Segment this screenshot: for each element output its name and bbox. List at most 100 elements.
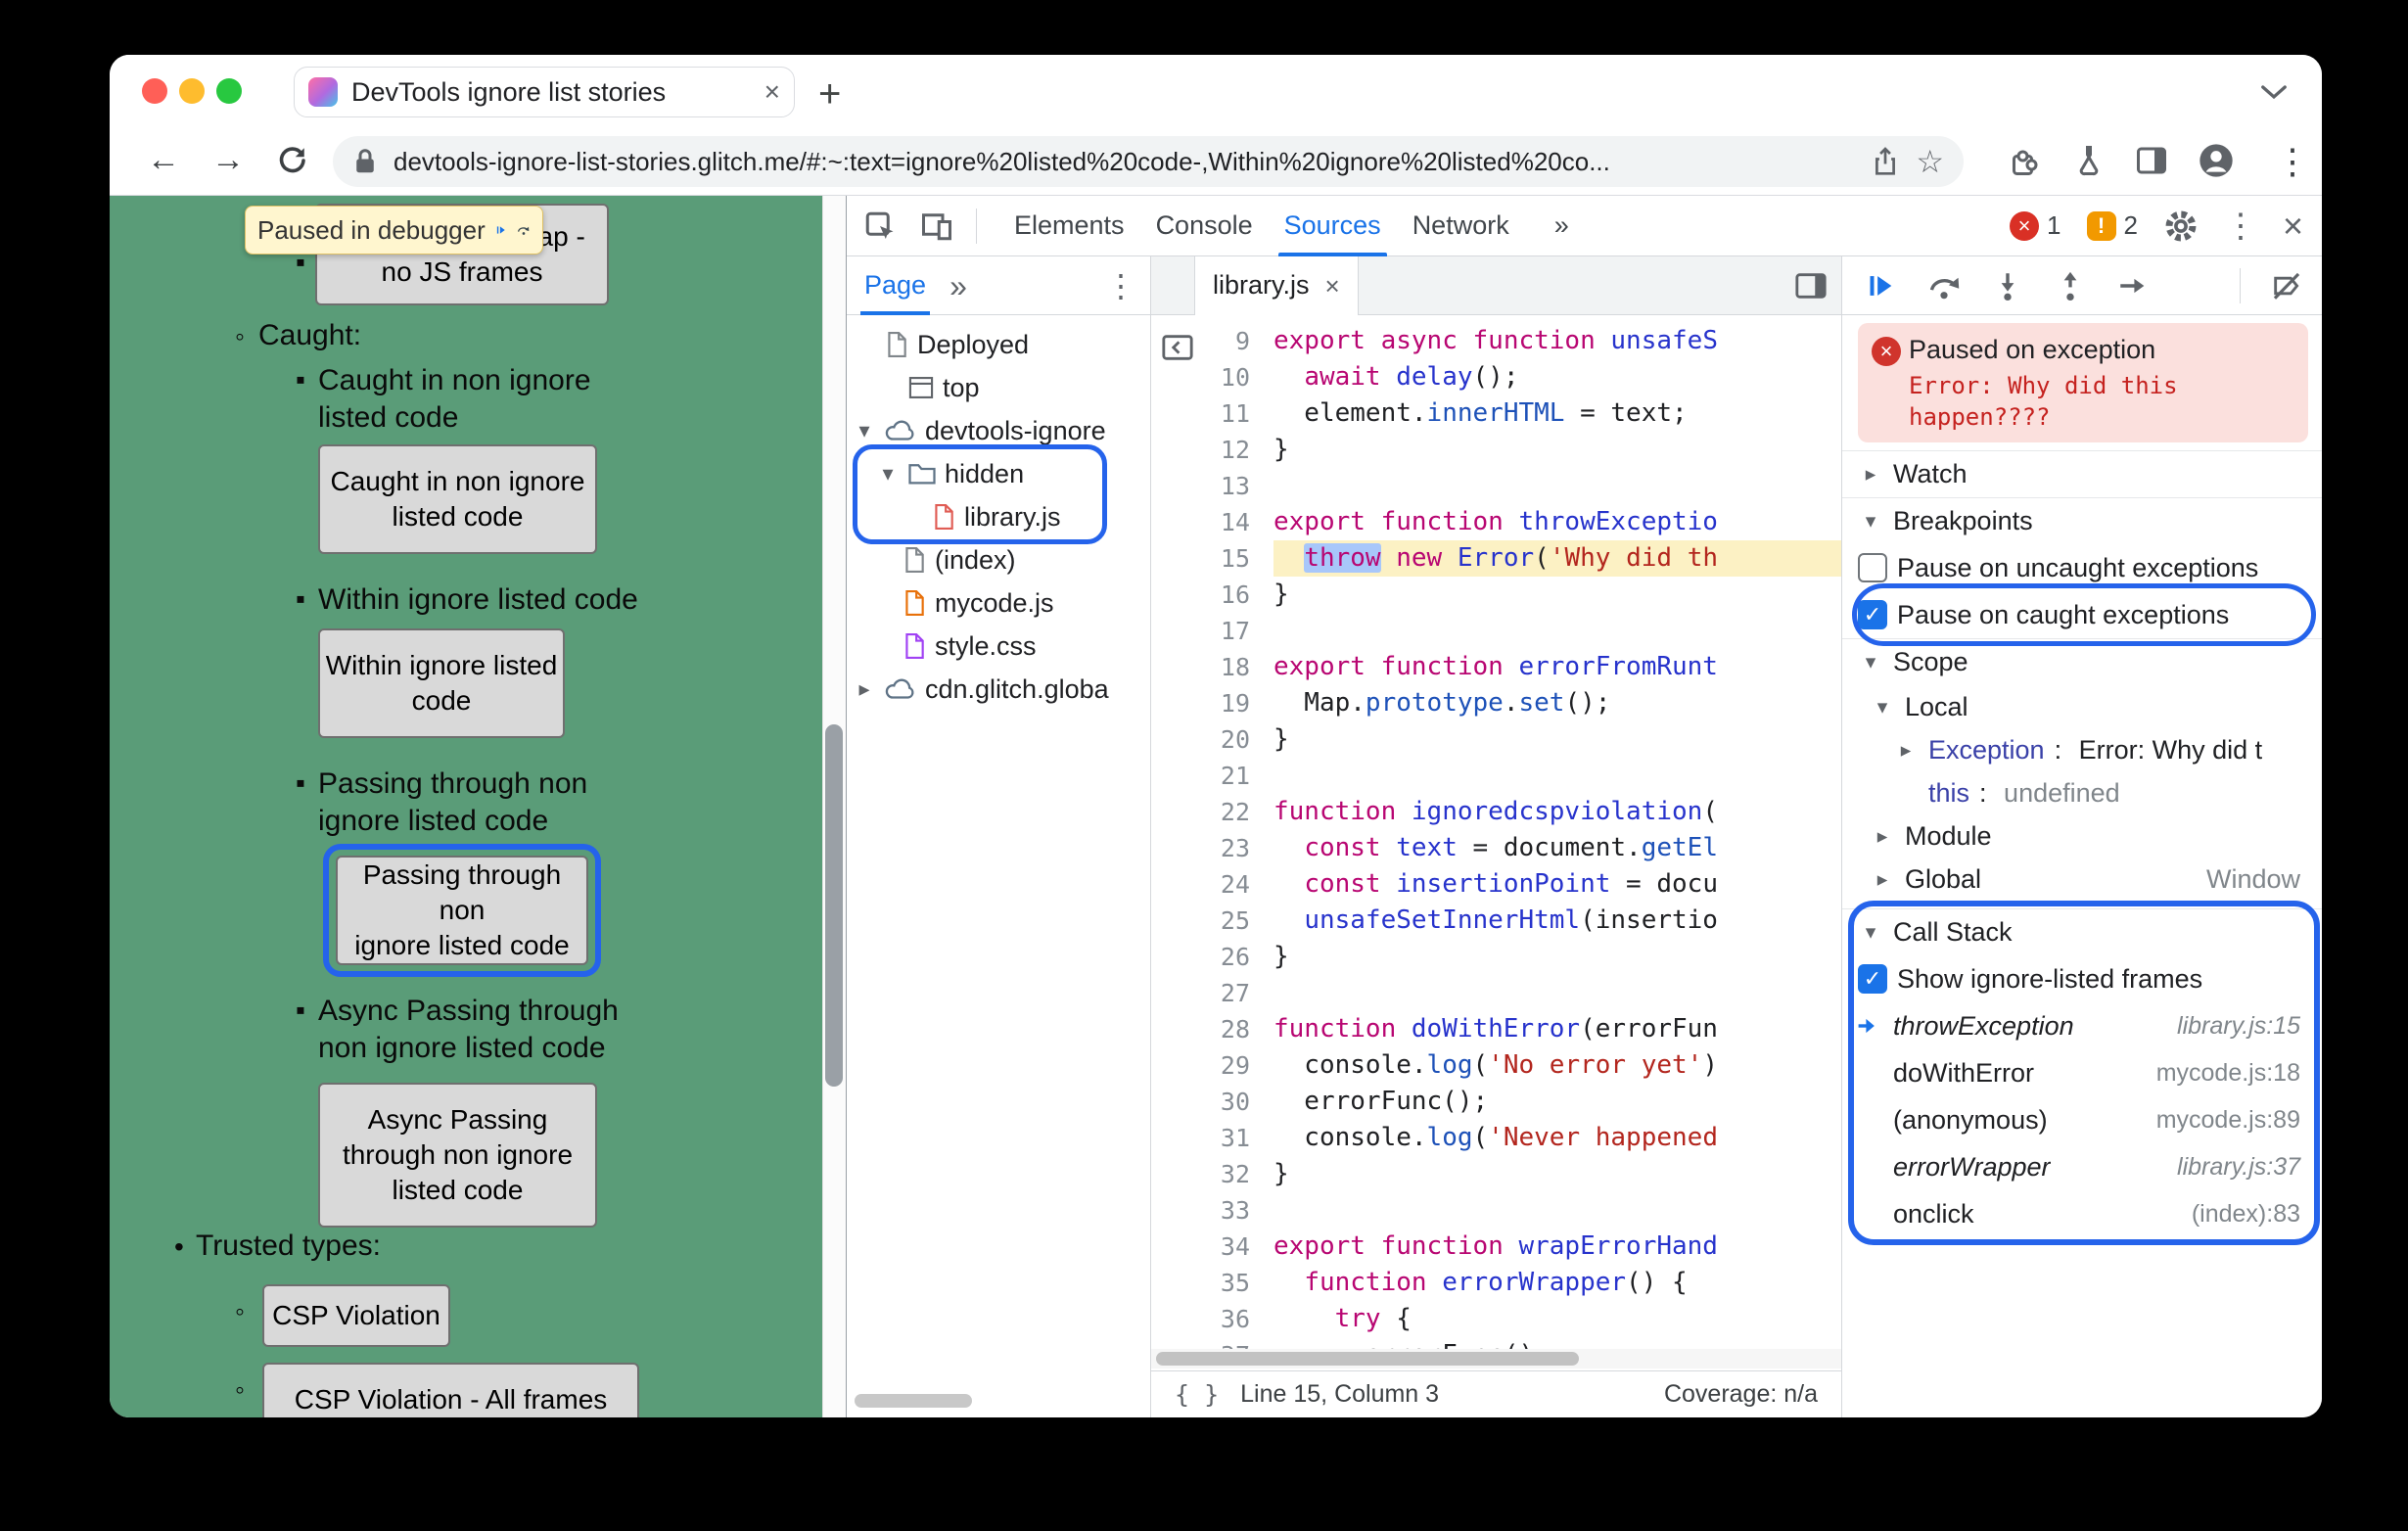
- line-number[interactable]: 23: [1220, 834, 1250, 862]
- devtools-tab-network[interactable]: Network: [1412, 210, 1509, 240]
- scope-local-row[interactable]: ▾ Local: [1842, 685, 2322, 728]
- bookmark-star-icon[interactable]: ☆: [1916, 143, 1944, 180]
- code-line-21[interactable]: 21: [1151, 758, 1841, 794]
- side-panel-icon[interactable]: [2134, 143, 2169, 178]
- device-toolbar-icon[interactable]: [919, 209, 954, 244]
- line-number[interactable]: 36: [1220, 1305, 1250, 1333]
- scope-global-row[interactable]: ▸ Global Window: [1842, 858, 2322, 901]
- line-number[interactable]: 10: [1220, 363, 1250, 392]
- pause-on-uncaught-exceptions-checkbox[interactable]: [1858, 553, 1887, 582]
- line-number[interactable]: 11: [1220, 399, 1250, 428]
- frame-location[interactable]: library.js:15: [2177, 1011, 2300, 1040]
- step-into-icon[interactable]: [1991, 269, 2024, 302]
- tab-close-icon[interactable]: ×: [764, 76, 780, 107]
- line-number[interactable]: 18: [1220, 653, 1250, 681]
- line-number[interactable]: 15: [1220, 544, 1250, 573]
- show-ignore-listed-row[interactable]: ✓ Show ignore-listed frames: [1842, 955, 2322, 1002]
- page-scrollbar-thumb[interactable]: [825, 724, 843, 1087]
- reload-button[interactable]: [274, 143, 309, 178]
- code-line-29[interactable]: 29 console.log('No error yet'): [1151, 1047, 1841, 1084]
- call-stack-frame-onclick[interactable]: onclick(index):83: [1842, 1190, 2322, 1237]
- frame-location[interactable]: mycode.js:89: [2155, 1105, 2300, 1134]
- file-tree-item-devtools-ignore[interactable]: ▾devtools-ignore: [847, 409, 1150, 452]
- within-button[interactable]: Within ignore listed code: [318, 628, 565, 738]
- line-number[interactable]: 33: [1220, 1196, 1250, 1225]
- step-out-icon[interactable]: [2054, 269, 2087, 302]
- line-number[interactable]: 19: [1220, 689, 1250, 718]
- twisty-icon[interactable]: ▾: [858, 418, 870, 442]
- code-line-26[interactable]: 26}: [1151, 939, 1841, 975]
- file-tree-item-style-css[interactable]: style.css: [847, 625, 1150, 668]
- browser-tab[interactable]: DevTools ignore list stories ×: [294, 67, 795, 117]
- file-tree-item-cdn-glitch-globa[interactable]: ▸cdn.glitch.globa: [847, 668, 1150, 711]
- navigator-scrollbar-thumb[interactable]: [855, 1394, 972, 1408]
- code-line-30[interactable]: 30 errorFunc();: [1151, 1084, 1841, 1120]
- line-number[interactable]: 28: [1220, 1015, 1250, 1044]
- error-badge[interactable]: ×1: [2010, 210, 2061, 241]
- settings-gear-icon[interactable]: [2163, 209, 2199, 244]
- code-line-23[interactable]: 23 const text = document.getEl: [1151, 830, 1841, 866]
- devtools-tab-elements[interactable]: Elements: [1014, 210, 1125, 240]
- resume-script-icon[interactable]: [495, 217, 507, 243]
- breakpoint-row-pause-on-uncaught-exceptions[interactable]: Pause on uncaught exceptions: [1842, 544, 2322, 591]
- file-tree-item-index[interactable]: (index): [847, 538, 1150, 581]
- line-number[interactable]: 34: [1220, 1232, 1250, 1261]
- code-line-27[interactable]: 27: [1151, 975, 1841, 1011]
- devtools-close-icon[interactable]: ×: [2282, 205, 2303, 246]
- line-number[interactable]: 30: [1220, 1088, 1250, 1116]
- address-bar[interactable]: devtools-ignore-list-stories.glitch.me/#…: [333, 136, 1964, 187]
- code-line-31[interactable]: 31 console.log('Never happened: [1151, 1120, 1841, 1156]
- macos-minimize-button[interactable]: [179, 78, 205, 104]
- code-line-15[interactable]: 15 throw new Error('Why did th: [1151, 540, 1841, 577]
- file-tree-item-top[interactable]: top: [847, 366, 1150, 409]
- step-over-icon[interactable]: [517, 217, 531, 243]
- line-number[interactable]: 22: [1220, 798, 1250, 826]
- step-icon[interactable]: [2116, 269, 2150, 302]
- macos-zoom-button[interactable]: [216, 78, 242, 104]
- line-number[interactable]: 35: [1220, 1269, 1250, 1297]
- call-stack-section-header[interactable]: ▾ Call Stack: [1842, 908, 2322, 955]
- frame-location[interactable]: (index):83: [2191, 1199, 2300, 1228]
- extensions-puzzle-icon[interactable]: [2007, 143, 2042, 178]
- show-ignore-listed-checkbox[interactable]: ✓: [1858, 964, 1887, 994]
- editor-tab-close-icon[interactable]: ×: [1324, 270, 1340, 301]
- line-number[interactable]: 16: [1220, 580, 1250, 609]
- code-line-24[interactable]: 24 const insertionPoint = docu: [1151, 866, 1841, 903]
- devtools-tab-sources[interactable]: Sources: [1269, 196, 1397, 256]
- code-line-10[interactable]: 10 await delay();: [1151, 359, 1841, 395]
- scope-module-row[interactable]: ▸ Module: [1842, 814, 2322, 858]
- line-number[interactable]: 37: [1151, 1337, 1273, 1349]
- code-line-19[interactable]: 19 Map.prototype.set();: [1151, 685, 1841, 721]
- macos-close-button[interactable]: [142, 78, 167, 104]
- file-tree-item-deployed[interactable]: Deployed: [847, 323, 1150, 366]
- frame-location[interactable]: library.js:37: [2177, 1152, 2300, 1181]
- breakpoint-row-pause-on-caught-exceptions[interactable]: ✓Pause on caught exceptions: [1842, 591, 2322, 638]
- line-number[interactable]: 27: [1220, 979, 1250, 1007]
- code-line-13[interactable]: 13: [1151, 468, 1841, 504]
- code-line-36[interactable]: 36 try {: [1151, 1301, 1841, 1337]
- line-number[interactable]: 32: [1220, 1160, 1250, 1188]
- line-number[interactable]: 17: [1220, 617, 1250, 645]
- csp-violation-all-frames-button[interactable]: CSP Violation - All frames: [262, 1363, 639, 1417]
- breakpoints-section-header[interactable]: ▾ Breakpoints: [1842, 497, 2322, 544]
- code-line-25[interactable]: 25 unsafeSetInnerHtml(insertio: [1151, 903, 1841, 939]
- file-tree-item-hidden[interactable]: ▾hidden: [847, 452, 1150, 495]
- deactivate-breakpoints-icon[interactable]: [2270, 269, 2303, 302]
- line-number[interactable]: 9: [1234, 327, 1250, 355]
- twisty-icon[interactable]: ▾: [882, 461, 894, 486]
- code-line-12[interactable]: 12}: [1151, 432, 1841, 468]
- line-number[interactable]: 26: [1220, 943, 1250, 971]
- devtools-menu-kebab-icon[interactable]: ⋮: [2223, 207, 2257, 245]
- profile-avatar[interactable]: [2197, 141, 2236, 180]
- back-button[interactable]: ←: [147, 141, 180, 178]
- code-line-11[interactable]: 11 element.innerHTML = text;: [1151, 395, 1841, 432]
- step-over-icon[interactable]: [1926, 269, 1962, 302]
- async-button[interactable]: Async Passing through non ignore listed …: [318, 1083, 597, 1228]
